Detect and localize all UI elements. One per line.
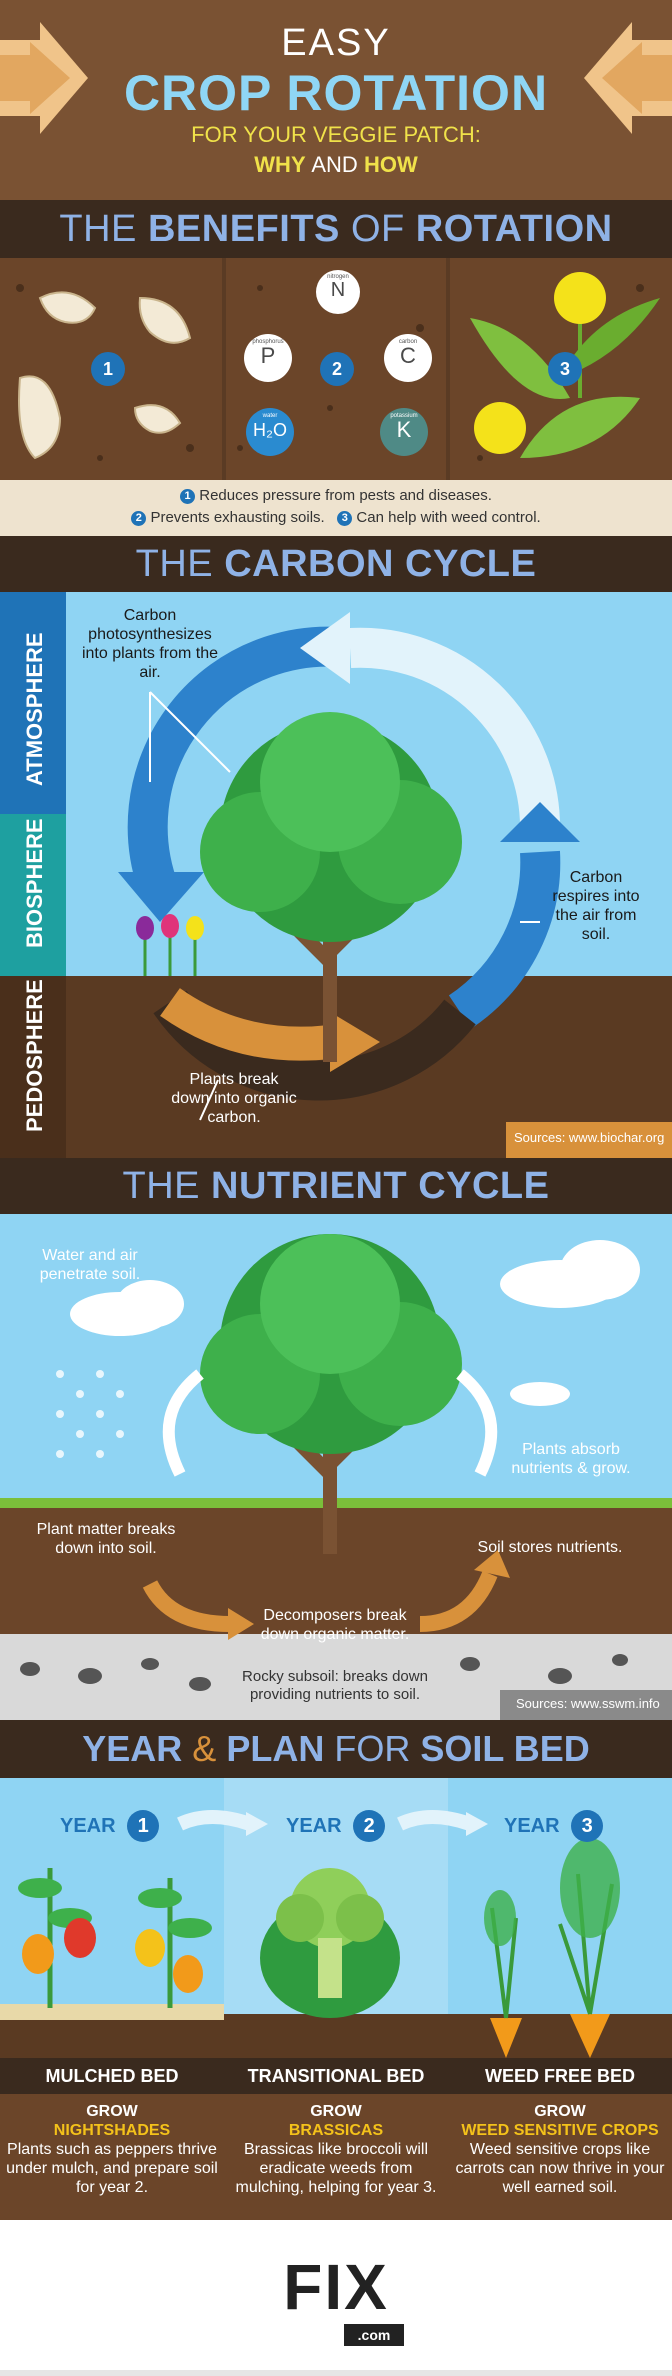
grow-col-1: GROW NIGHTSHADES Plants such as peppers … xyxy=(6,2103,218,2196)
grow-col-2: GROW BRASSICAS Brassicas like broccoli w… xyxy=(235,2103,437,2196)
plan-banner: YEAR & PLAN FOR SOIL BED xyxy=(0,1720,672,1778)
pepper-plant-icon xyxy=(18,1868,212,2008)
bed-label-2: TRANSITIONAL BED xyxy=(247,2066,425,2086)
benefit-number-2: 2 xyxy=(320,352,354,386)
layer-biosphere: BIOSPHERE xyxy=(22,818,47,948)
nutrient-nitrogen-icon: nitrogen N xyxy=(316,270,360,314)
nutrient-cycle: Water and air penetrate soil. Plants abs… xyxy=(0,1214,672,1720)
bed-labels: MULCHED BED TRANSITIONAL BED WEED FREE B… xyxy=(0,2058,672,2094)
header-arrows xyxy=(0,22,672,134)
carbon-source: Sources: www.biochar.org xyxy=(514,1130,665,1145)
benefit-badge-2: 2 xyxy=(131,510,147,526)
benefit-text-1: Reduces pressure from pests and diseases… xyxy=(199,487,492,504)
header-subtitle: FOR YOUR VEGGIE PATCH: xyxy=(191,122,481,147)
footer: FIX .com xyxy=(0,2220,672,2376)
fix-domain: .com xyxy=(344,2324,404,2346)
label-rocky-subsoil: Rocky subsoil: breaks down providing nut… xyxy=(242,1668,428,1703)
layer-atmosphere: ATMOSPHERE xyxy=(22,632,47,786)
benefit-number-3: 3 xyxy=(548,352,582,386)
nutrient-carbon-icon: carbon C xyxy=(384,334,432,382)
rain-icon xyxy=(56,1370,124,1458)
nutrient-potassium-icon: potassium K xyxy=(380,408,428,456)
benefit-number-1: 1 xyxy=(91,352,125,386)
header: EASY CROP ROTATION FOR YOUR VEGGIE PATCH… xyxy=(0,0,672,200)
label-water-air: Water and air penetrate soil. xyxy=(39,1247,141,1283)
label-soil-stores: Soil stores nutrients. xyxy=(477,1539,623,1556)
benefit-text-2: Prevents exhausting soils. xyxy=(150,509,325,526)
label-break-down: Plants break down into organic carbon. xyxy=(171,1071,297,1126)
rocks-icon xyxy=(20,1654,628,1691)
broccoli-icon xyxy=(260,1868,400,2018)
cloud-icon xyxy=(70,1240,640,1406)
year-2-number: 2 xyxy=(353,1810,386,1842)
header-why-how: WHY AND HOW xyxy=(254,152,418,177)
benefit-badge-3: 3 xyxy=(337,510,353,526)
year-1-number: 1 xyxy=(127,1810,160,1842)
year-3-label: YEAR 3 xyxy=(504,1810,604,1842)
carbon-banner: THE CARBON CYCLE xyxy=(0,536,672,592)
flowers-icon xyxy=(136,914,204,976)
tree-icon xyxy=(200,712,462,1062)
layer-pedosphere: PEDOSPHERE xyxy=(22,979,47,1132)
bed-label-1: MULCHED BED xyxy=(45,2066,179,2086)
grow-col-3: GROW WEED SENSITIVE CROPS Weed sensitive… xyxy=(455,2103,665,2196)
dandelion-icon xyxy=(470,272,660,458)
nutrient-phosphorus-icon: phosphorus P xyxy=(244,334,292,382)
carbon-cycle: ATMOSPHERE BIOSPHERE PEDOSPHERE Carbon p… xyxy=(0,592,672,1158)
plan-years: YEAR 1 YEAR 2 YEAR 3 xyxy=(0,1778,672,2058)
label-respires: Carbon respires into the air from soil. xyxy=(552,869,640,943)
label-decomposers: Decomposers break down organic matter. xyxy=(260,1607,410,1643)
year-2-label: YEAR 2 xyxy=(286,1810,386,1842)
carrot-icon xyxy=(484,1838,620,2058)
header-easy: EASY xyxy=(281,22,391,64)
label-absorb: Plants absorb nutrients & grow. xyxy=(511,1441,631,1477)
benefit-badge-1: 1 xyxy=(180,488,196,504)
fix-logo[interactable]: FIX xyxy=(283,2251,389,2323)
benefits-banner: THE BENEFITS OF ROTATION xyxy=(0,200,672,258)
year-3-number: 3 xyxy=(571,1810,604,1842)
benefit-text-3: Can help with weed control. xyxy=(356,509,541,526)
label-plant-matter: Plant matter breaks down into soil. xyxy=(36,1521,176,1557)
year-1-label: YEAR 1 xyxy=(60,1810,160,1842)
footer-divider xyxy=(0,2370,672,2376)
nutrient-water-icon: water H₂O xyxy=(246,408,294,456)
benefits-list: 1 Reduces pressure from pests and diseas… xyxy=(0,480,672,536)
header-title: CROP ROTATION xyxy=(123,65,549,121)
tree-icon xyxy=(200,1234,462,1554)
label-photosynthesizes: Carbon photosynthesizes into plants from… xyxy=(81,607,219,681)
nutrient-banner: THE NUTRIENT CYCLE xyxy=(0,1158,672,1214)
grow-details: GROW NIGHTSHADES Plants such as peppers … xyxy=(0,2094,672,2220)
nutrient-source: Sources: www.sswm.info xyxy=(516,1696,660,1711)
bed-label-3: WEED FREE BED xyxy=(484,2066,635,2086)
grub-icon xyxy=(18,291,192,460)
benefits-panels: 1 2 3 nitrogen N phosphorus P carbon C w… xyxy=(0,258,672,480)
